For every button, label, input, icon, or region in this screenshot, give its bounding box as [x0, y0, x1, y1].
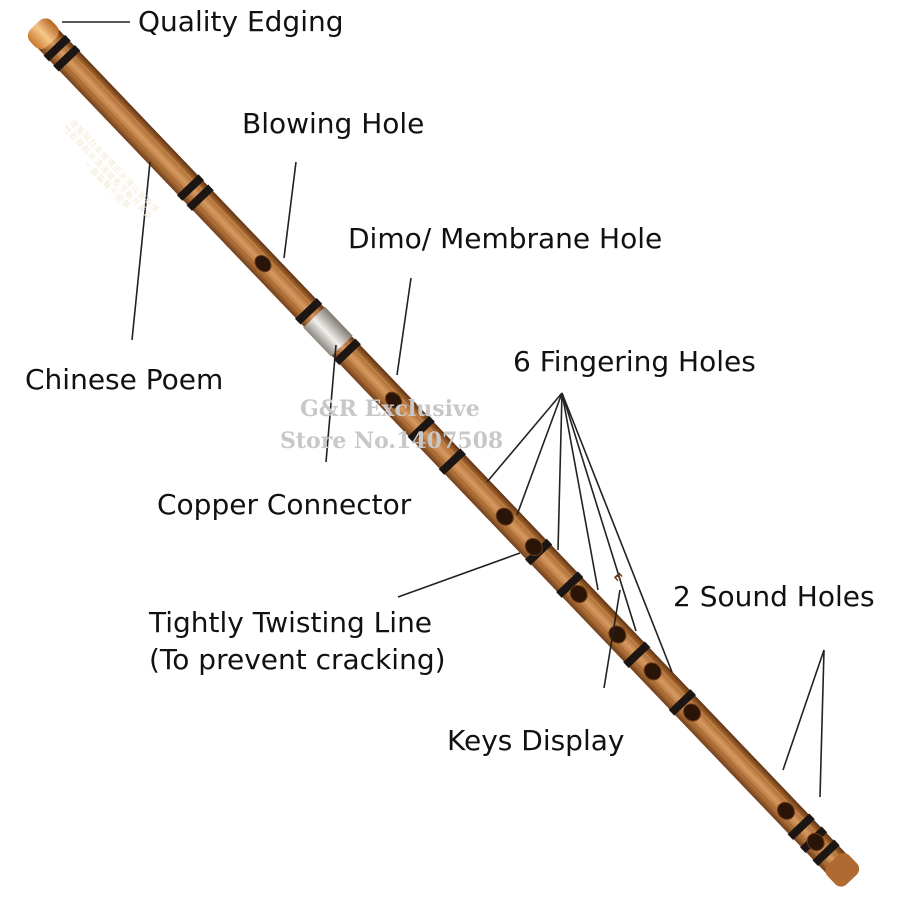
- fingering-hole: [643, 662, 662, 681]
- leader-keys-display: [603, 589, 621, 689]
- band: [186, 184, 214, 212]
- label-copper-connector: Copper Connector: [157, 488, 412, 521]
- label-fingering-holes: 6 Fingering Holes: [513, 345, 756, 378]
- label-quality-edging: Quality Edging: [138, 5, 344, 38]
- bamboo-flute: [27, 18, 860, 887]
- label-dimo-hole: Dimo/ Membrane Hole: [348, 222, 663, 255]
- leader-fingering-3: [557, 392, 563, 551]
- label-twisting-line: Tightly Twisting Line: [149, 606, 433, 639]
- label-sound-holes: 2 Sound Holes: [673, 580, 875, 613]
- band: [668, 689, 696, 716]
- label-chinese-poem: Chinese Poem: [25, 363, 224, 396]
- leader-sound-2: [819, 649, 825, 798]
- band: [176, 174, 205, 201]
- leader-sound-1: [782, 649, 825, 771]
- fingering-hole: [683, 703, 702, 722]
- leader-fingering-2: [516, 392, 563, 516]
- leader-twisting-line: [397, 552, 521, 598]
- leader-dimo-hole: [396, 277, 412, 376]
- fingering-hole: [524, 537, 543, 557]
- leader-lines: [62, 21, 825, 798]
- watermark-line-2: Store No.1407508: [280, 428, 504, 454]
- label-blowing-hole: Blowing Hole: [242, 107, 425, 140]
- leader-fingering-5: [561, 392, 637, 632]
- label-twisting-line-note: (To prevent cracking): [149, 643, 446, 676]
- blowing-hole: [254, 254, 272, 273]
- leader-copper-connector: [325, 344, 337, 463]
- band: [333, 338, 361, 366]
- sound-holes: [776, 801, 825, 851]
- flute-end-cap: [825, 852, 860, 887]
- leader-blowing-hole: [283, 161, 297, 259]
- band: [294, 298, 323, 325]
- bamboo-grain: [60, 41, 842, 860]
- leader-chinese-poem: [131, 161, 151, 341]
- band: [438, 448, 466, 475]
- band: [53, 45, 81, 72]
- leader-fingering-6: [561, 392, 673, 673]
- sound-hole: [776, 801, 795, 820]
- quality-edging-cap: [27, 18, 59, 49]
- band: [43, 34, 71, 62]
- copper-connector: [303, 306, 353, 357]
- watermark-line-1: G&R Exclusive: [300, 396, 480, 422]
- dimo-membrane-hole: [385, 391, 403, 409]
- band: [812, 839, 840, 867]
- fingering-hole: [569, 584, 588, 604]
- band: [787, 813, 815, 841]
- band: [407, 415, 435, 443]
- band: [556, 571, 584, 598]
- bamboo-grain: [51, 50, 833, 869]
- band: [623, 641, 651, 668]
- label-keys-display: Keys Display: [447, 724, 625, 757]
- leader-fingering-1: [486, 392, 563, 483]
- leader-fingering-4: [561, 392, 599, 591]
- fingering-hole: [495, 507, 514, 526]
- sound-hole: [806, 832, 825, 851]
